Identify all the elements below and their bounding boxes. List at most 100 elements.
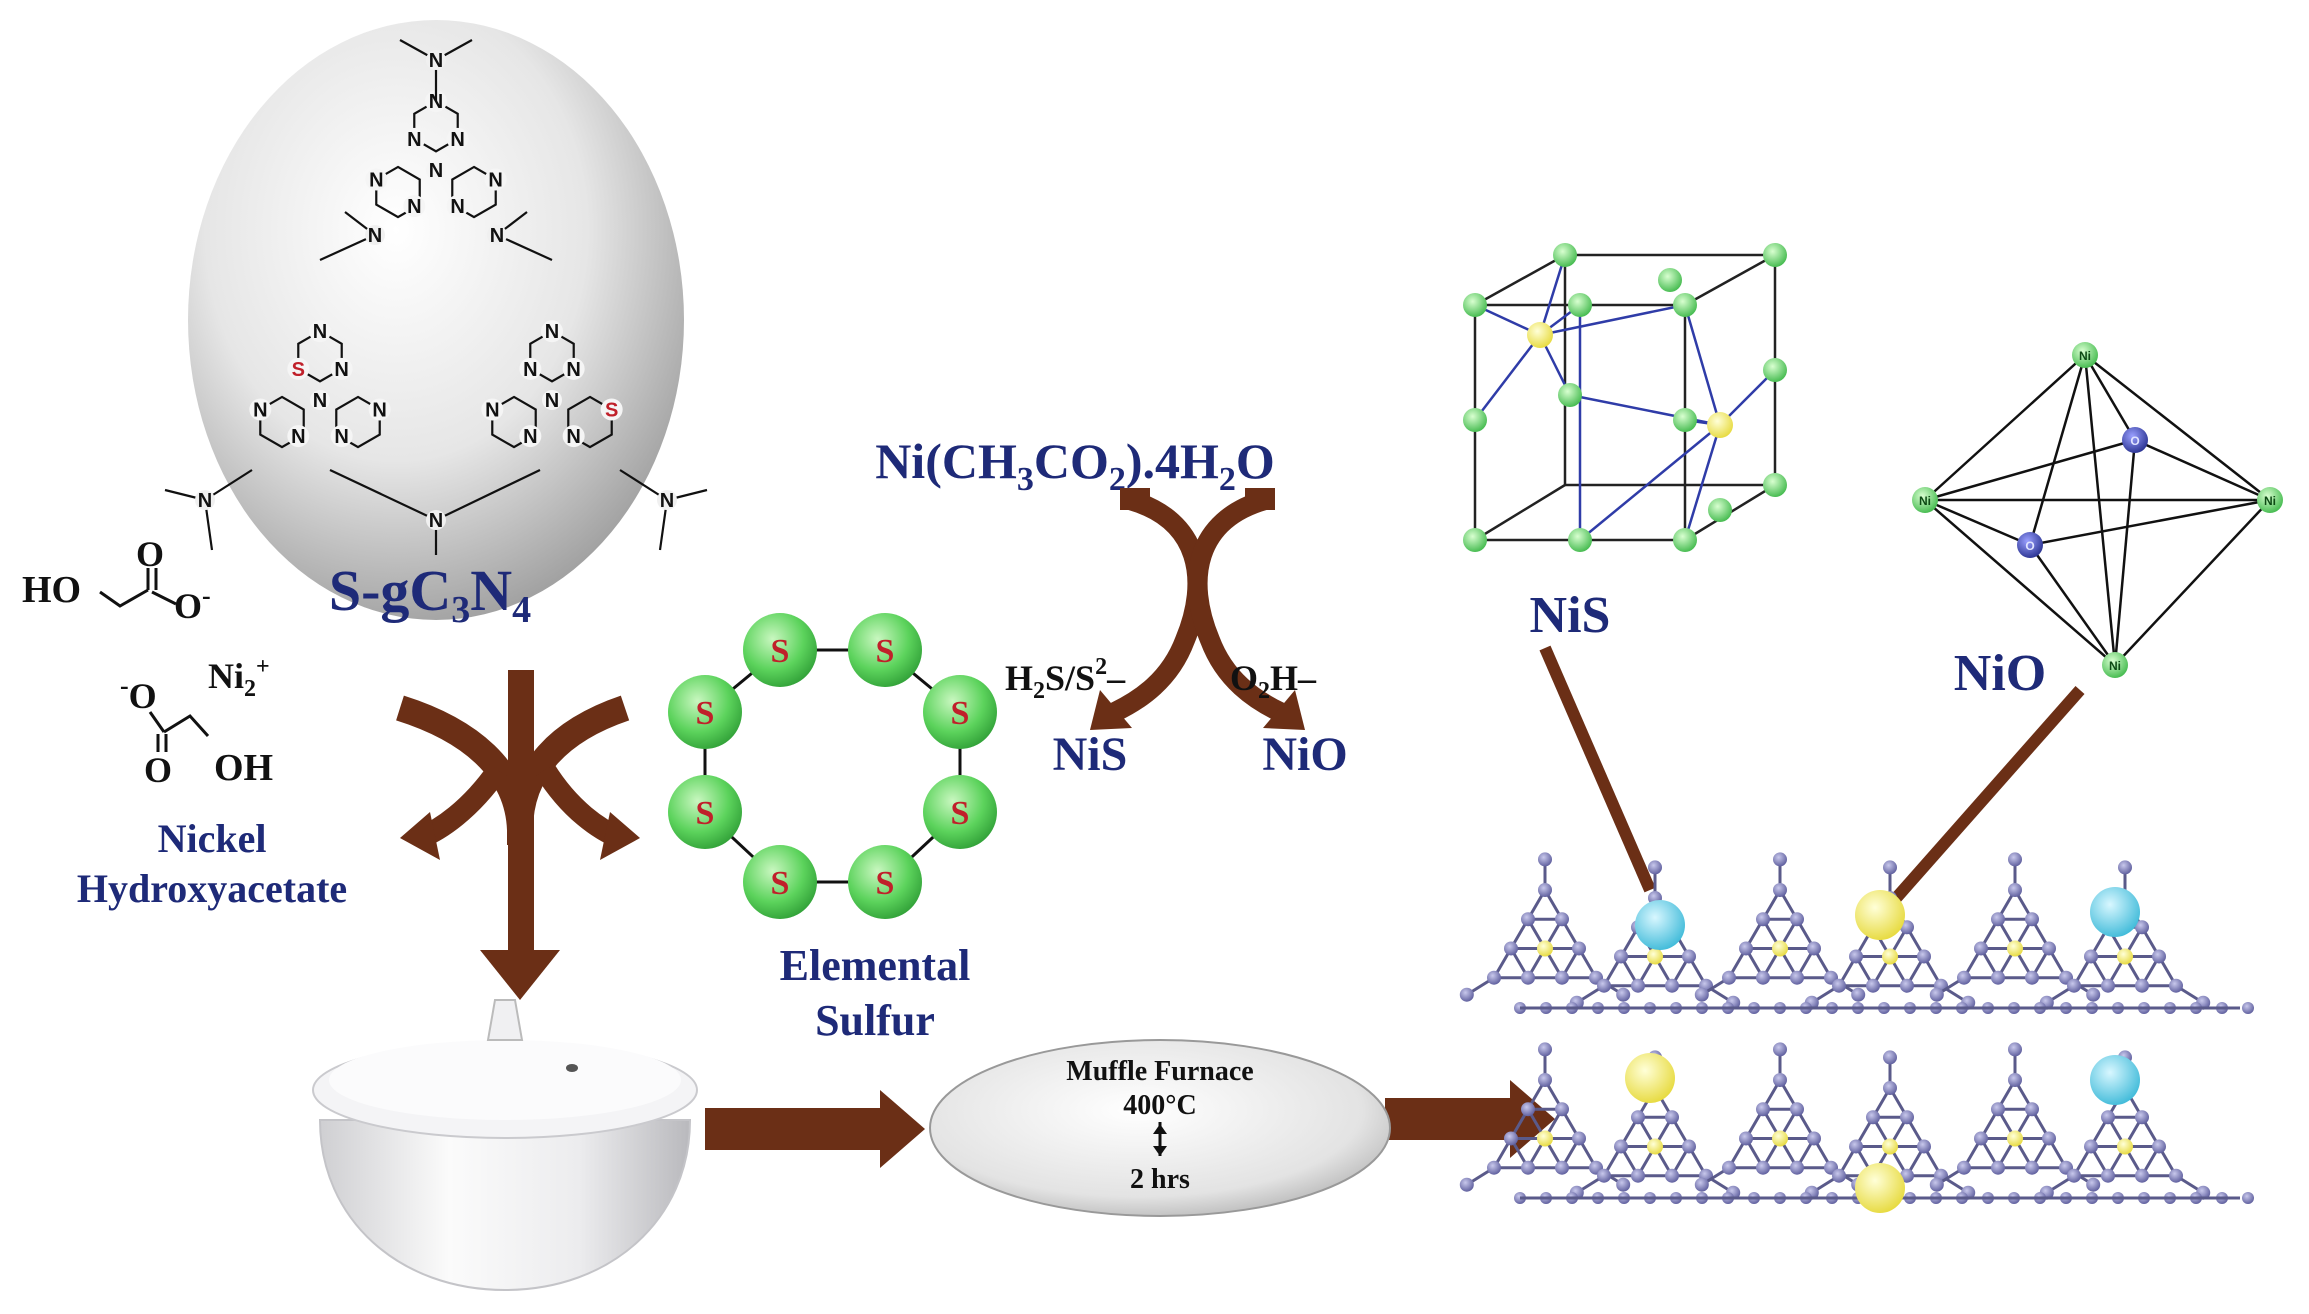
nio-label: NiO — [1954, 645, 2046, 702]
sulfur-atom — [848, 845, 922, 919]
lattice-node — [1849, 1139, 1863, 1154]
lattice-node — [1555, 1160, 1569, 1175]
oxygen-vertex-label: O — [2130, 434, 2139, 448]
atom-label: N — [372, 400, 386, 422]
sulfur-atom — [923, 775, 997, 849]
lattice-node — [1900, 1110, 1914, 1125]
lattice-node — [1991, 912, 2005, 927]
atom-label: N — [566, 359, 580, 381]
dopant-node — [2117, 1138, 2133, 1155]
atom-label: N — [429, 510, 443, 532]
lattice-node — [2101, 1168, 2115, 1183]
lattice-node — [2084, 1139, 2098, 1154]
nickel-hydroxyacetate-structure: HO O O- Ni2+ -O O OH Nickel Hydroxyaceta… — [22, 534, 347, 911]
sulfur-site — [1763, 473, 1787, 497]
nio-cluster — [1855, 890, 1905, 940]
lattice-node — [1682, 949, 1696, 964]
lattice-node — [1957, 1160, 1971, 1175]
octahedron-edge — [2029, 498, 2271, 547]
ring-bond — [413, 99, 459, 153]
sulfur-name-line2: Sulfur — [815, 996, 935, 1045]
oxygen-vertex-label: O — [2025, 539, 2034, 553]
atom-label: N — [523, 359, 537, 381]
atom-label: N — [488, 170, 502, 192]
lattice-node — [1739, 1131, 1753, 1146]
lattice-node — [1665, 978, 1679, 993]
lattice-node — [1538, 1073, 1552, 1087]
lattice-node — [1614, 1139, 1628, 1154]
lattice-node — [1756, 912, 1770, 927]
ring-bond — [529, 329, 575, 383]
lattice-node — [1773, 852, 1787, 867]
octahedron-edge — [2114, 499, 2271, 666]
lattice-node — [1694, 987, 1709, 1002]
oh-group: OH — [214, 747, 273, 789]
octahedron-edge — [1924, 354, 2086, 501]
sulfur-atom — [668, 775, 742, 849]
lattice-node — [1773, 1042, 1787, 1057]
lattice-node — [1832, 978, 1846, 993]
sulfur-site — [1568, 293, 1592, 317]
lattice-node — [1538, 1042, 1552, 1057]
lattice-node — [1883, 860, 1897, 875]
coordination-bond — [1579, 424, 1721, 541]
lattice-node — [2118, 860, 2132, 875]
lattice-node — [2135, 920, 2149, 935]
atom-label: N — [429, 50, 443, 72]
nickel-vertex-label: Ni — [2109, 659, 2121, 673]
sulfur-atom-label: S — [951, 695, 970, 732]
dopant-node — [1647, 948, 1663, 965]
nickel-vertex-label: Ni — [2079, 349, 2091, 363]
lattice-node — [1665, 1110, 1679, 1125]
dopant-node — [1772, 1130, 1788, 1147]
nis-crystal-structure — [1463, 243, 1787, 552]
nis-cluster — [1635, 900, 1685, 950]
sulfur-atom-label: S — [876, 633, 895, 670]
lattice-node — [1917, 949, 1931, 964]
lattice-node — [1756, 1160, 1770, 1175]
lattice-node — [1790, 912, 1804, 927]
atom-label: N — [429, 160, 443, 182]
sgcn-label: S-gC3N4 — [329, 558, 531, 631]
lattice-node — [1900, 978, 1914, 993]
cell-edge — [1684, 253, 1776, 307]
coordination-bond — [1569, 393, 1721, 427]
lattice-node — [2025, 1102, 2039, 1117]
lattice-node — [1597, 1168, 1611, 1183]
sulfur-site — [1708, 498, 1732, 522]
lattice-node — [2101, 1110, 2115, 1125]
nickel-vertex-label: Ni — [1919, 494, 1931, 508]
octahedron-edge — [1924, 498, 2031, 547]
lattice-node — [1807, 941, 1821, 956]
dopant-node — [2007, 940, 2023, 957]
lattice-node — [2169, 978, 2183, 993]
lattice-node — [1849, 949, 1863, 964]
lattice-node — [1521, 912, 1535, 927]
lattice-node — [1790, 970, 1804, 985]
lattice-node — [1773, 883, 1787, 897]
atom-label: N — [291, 426, 305, 448]
lattice-node — [2169, 1168, 2183, 1183]
lattice-node — [1832, 1168, 1846, 1183]
coordination-bond — [1683, 424, 1722, 541]
lattice-node — [1883, 1050, 1897, 1065]
lattice-node — [2025, 1160, 2039, 1175]
lattice-node — [2042, 1131, 2056, 1146]
furnace-duration: 2 hrs — [1130, 1164, 1190, 1195]
sulfur-site — [1673, 293, 1697, 317]
lattice-node — [1555, 912, 1569, 927]
atom-label: N — [198, 490, 212, 512]
amine-bond — [329, 469, 437, 521]
reaction-scheme: Ni(CH3CO2).4H2O H2S/S2– O2H– NiS NiO — [875, 433, 1347, 781]
lattice-node — [2008, 883, 2022, 897]
nio-cluster — [1855, 1163, 1905, 1213]
sulfur-site — [1553, 243, 1577, 267]
lattice-node — [1739, 941, 1753, 956]
lattice-node — [1555, 970, 1569, 985]
dopant-node — [1537, 1130, 1553, 1147]
lattice-node — [1866, 1110, 1880, 1125]
lattice-node — [1614, 949, 1628, 964]
dopant-node — [2117, 948, 2133, 965]
ring-bond — [297, 329, 343, 383]
sulfur-site — [1558, 383, 1582, 407]
